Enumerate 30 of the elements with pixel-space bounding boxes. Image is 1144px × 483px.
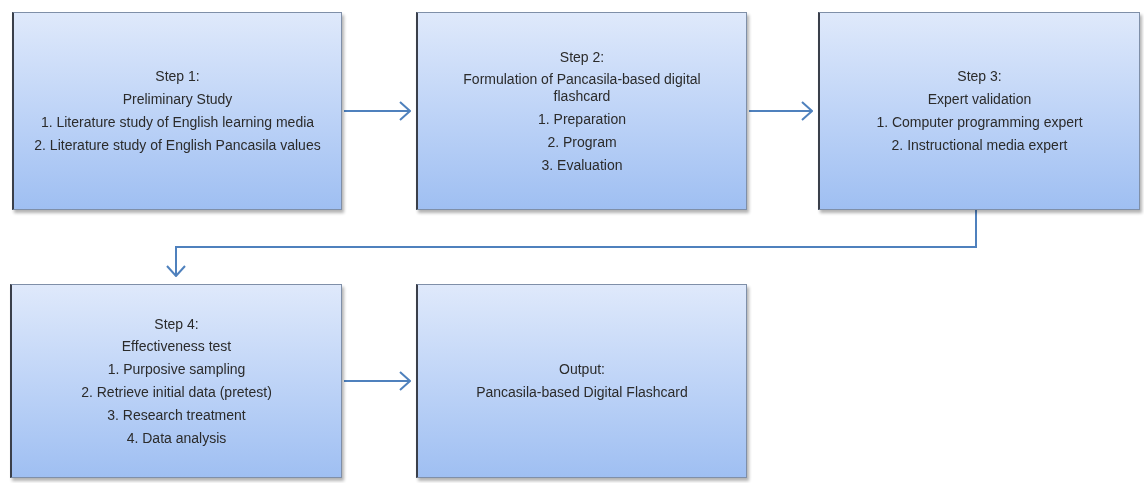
step-text: 2. Literature study of English Pancasila values bbox=[34, 136, 321, 154]
step-heading: Step 3: bbox=[957, 68, 1002, 86]
step-text: 2. Instructional media expert bbox=[891, 136, 1068, 154]
step-text: 4. Data analysis bbox=[126, 429, 227, 447]
step-heading: Step 2: bbox=[559, 48, 605, 66]
process-box bbox=[416, 12, 747, 210]
process-box bbox=[416, 284, 747, 478]
arrow bbox=[343, 101, 411, 121]
process-box bbox=[12, 12, 342, 210]
step-text: 3. Evaluation bbox=[541, 156, 623, 174]
step-text: 1. Purposive sampling bbox=[107, 361, 246, 378]
process-box bbox=[10, 284, 342, 478]
step-text: 1. Preparation bbox=[538, 111, 626, 128]
step-text: 2. Program bbox=[547, 133, 617, 151]
step-text: Pancasila-based Digital Flashcard bbox=[476, 384, 688, 401]
step-text: 3. Research treatment bbox=[107, 406, 246, 424]
step-text: 1. Computer programming expert bbox=[876, 114, 1083, 131]
step-text: 1. Literature study of English learning media bbox=[40, 114, 315, 131]
process-box bbox=[818, 12, 1140, 210]
step-text: Expert validation bbox=[927, 91, 1032, 108]
step-heading: Step 1: bbox=[155, 68, 200, 86]
step-text: Preliminary Study bbox=[122, 91, 233, 108]
step-text: Formulation of Pancasila-based digital flashcard bbox=[462, 71, 702, 105]
step-heading: Output: bbox=[559, 361, 605, 378]
arrow bbox=[166, 209, 977, 277]
step-heading: Step 4: bbox=[154, 315, 199, 333]
arrow bbox=[748, 101, 813, 121]
arrow bbox=[343, 371, 411, 391]
step-text: 2. Retrieve initial data (pretest) bbox=[81, 384, 272, 401]
step-text: Effectiveness test bbox=[121, 338, 232, 356]
